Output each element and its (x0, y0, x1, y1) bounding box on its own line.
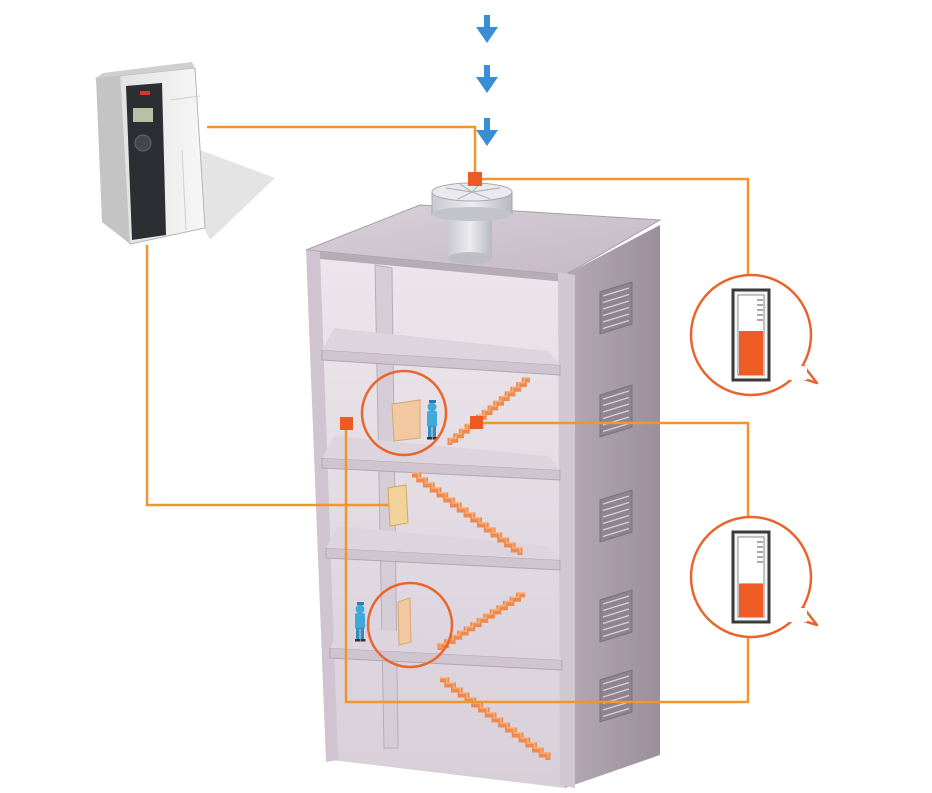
control-wire (207, 125, 477, 179)
stair-flight (412, 472, 523, 555)
stair-flight (440, 677, 551, 760)
person-icon (355, 400, 438, 642)
pressure-gauge-lower (689, 515, 819, 639)
floor-slab (321, 457, 561, 481)
gauge-fill (739, 583, 763, 617)
stair-flight (437, 592, 525, 650)
pressure-gauge-upper (689, 273, 819, 397)
control-wire (483, 421, 750, 522)
vent-louvre (599, 489, 633, 543)
down-arrow-icon (476, 65, 498, 93)
down-arrow-icon (476, 15, 498, 43)
control-wire (145, 245, 390, 507)
down-arrow-icon (476, 118, 498, 146)
vent-louvre (599, 281, 633, 335)
building (305, 204, 662, 788)
gauge-fill (739, 331, 763, 375)
pressure-gauge-icon (689, 273, 819, 639)
door-highlight-circle-lower (366, 581, 454, 669)
frequency-drive-icon (95, 62, 275, 245)
stairwell-door-icon (387, 399, 421, 646)
control-wire (482, 177, 750, 280)
pressure-sensor-icon (340, 172, 483, 430)
pressurization-fan-icon (431, 182, 513, 264)
person-icon (355, 602, 366, 642)
airflow-arrows (476, 15, 498, 146)
control-wire (344, 424, 750, 704)
vent-louvre (599, 589, 633, 643)
control-wiring (145, 125, 750, 704)
floor-slab (329, 647, 563, 671)
door-highlight-circle-upper (360, 369, 448, 457)
floor-slab (321, 349, 561, 376)
stair-flight (447, 377, 530, 445)
person-icon (427, 400, 438, 440)
